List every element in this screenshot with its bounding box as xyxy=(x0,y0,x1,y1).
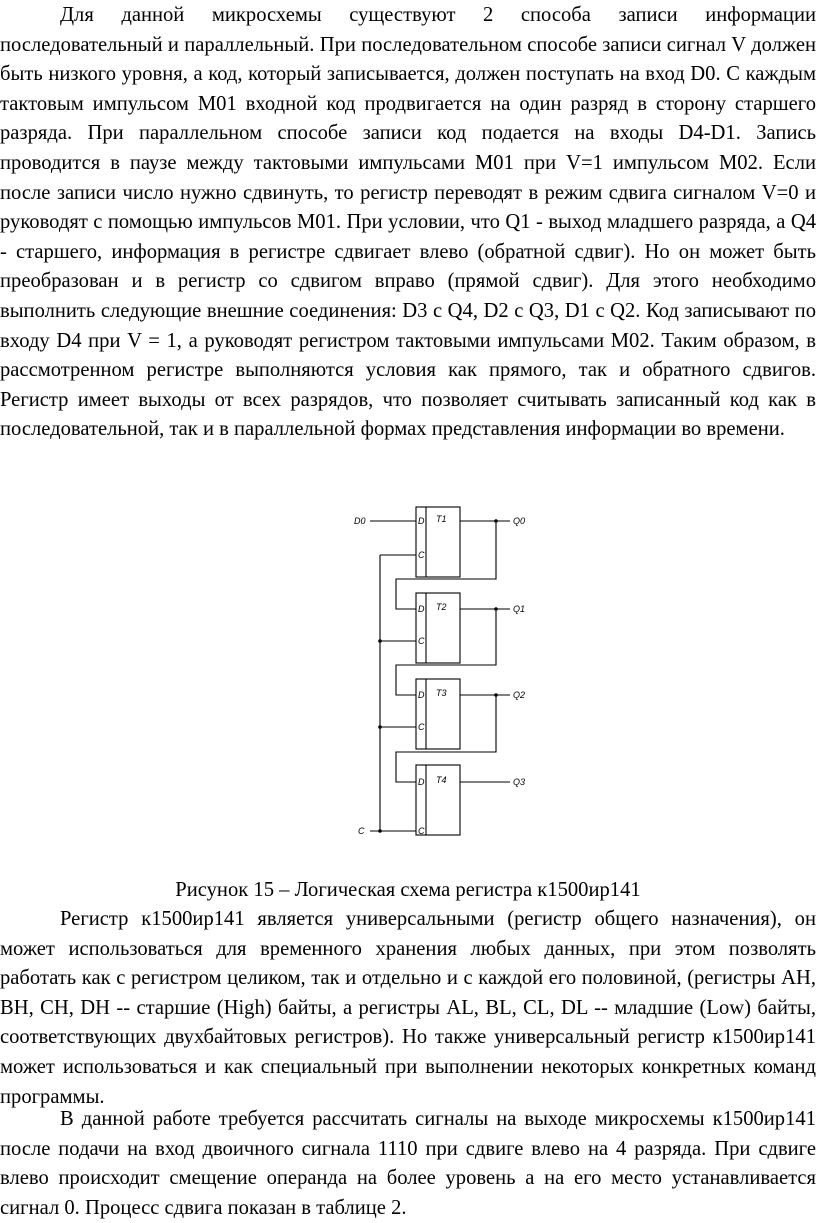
label-input-d0: D0 xyxy=(354,516,366,526)
register-logic-diagram: D0 C D C T1 Q0 D C T2 Q1 D C T3 Q2 D C T… xyxy=(350,505,540,850)
label-q0: Q0 xyxy=(513,516,525,526)
pin-c-t3: C xyxy=(418,722,425,732)
label-clock-input: C xyxy=(358,826,365,836)
paragraph-universal-register: Регистр к1500ир141 является универсальны… xyxy=(0,908,816,1108)
pin-d-t4: D xyxy=(418,777,425,787)
label-q3: Q3 xyxy=(513,777,525,787)
wire-t1-to-t2 xyxy=(395,521,497,610)
trigger-box-t2 xyxy=(415,592,461,664)
paragraph-recording-methods: Для данной микросхемы существуют 2 спосо… xyxy=(0,4,816,441)
register-circuit-svg: D0 C D C T1 Q0 D C T2 Q1 D C T3 Q2 D C T… xyxy=(354,506,525,836)
trigger-box-t1 xyxy=(415,506,461,578)
pin-d-t1: D xyxy=(418,516,425,526)
pin-d-t3: D xyxy=(418,690,425,700)
trigger-box-t3 xyxy=(415,678,461,750)
label-t4: T4 xyxy=(436,775,447,785)
label-t1: T1 xyxy=(436,514,447,524)
pin-d-t2: D xyxy=(418,604,425,614)
label-t2: T2 xyxy=(436,602,447,612)
pin-c-t4: C xyxy=(418,826,425,836)
paragraph-task-description: В данной работе требуется рассчитать сиг… xyxy=(0,1108,816,1219)
label-q2: Q2 xyxy=(513,690,525,700)
figure-caption: Рисунок 15 – Логическая схема регистра к… xyxy=(175,879,641,901)
trigger-box-t4 xyxy=(415,764,461,836)
label-q1: Q1 xyxy=(513,604,525,614)
wire-t3-to-t4 xyxy=(395,695,497,783)
pin-c-t2: C xyxy=(418,636,425,646)
pin-c-t1: C xyxy=(418,550,425,560)
wire-t2-to-t3 xyxy=(395,609,497,696)
label-t3: T3 xyxy=(436,688,447,698)
